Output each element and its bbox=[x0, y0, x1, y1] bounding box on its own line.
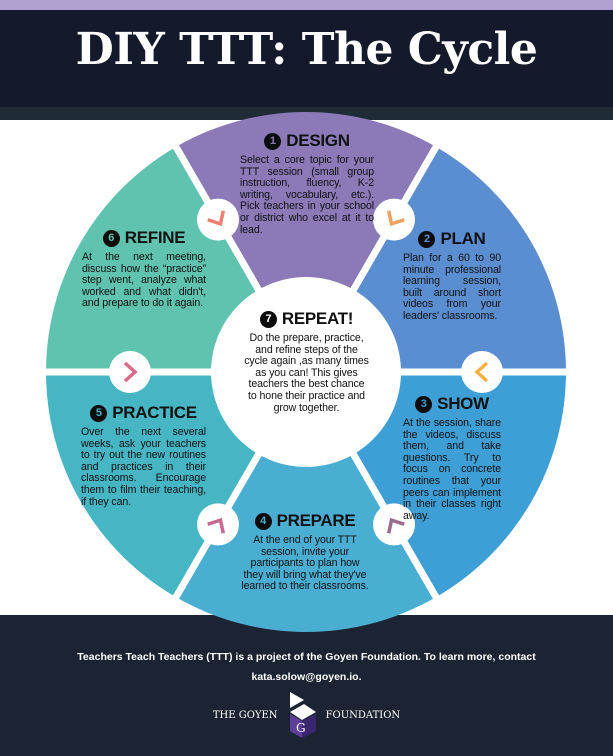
goyen-logo: THE GOYEN G FOUNDATION bbox=[0, 690, 613, 740]
step-title: REPEAT! bbox=[281, 309, 354, 328]
step-title: PLAN bbox=[440, 229, 486, 248]
chevron-connector-icon bbox=[197, 503, 239, 546]
chevron-connector-icon bbox=[109, 351, 151, 393]
step-title: DESIGN bbox=[286, 131, 350, 150]
step-number-badge: 2 bbox=[418, 230, 436, 248]
logo-letter: G bbox=[296, 721, 306, 735]
step-title: PRACTICE bbox=[112, 403, 197, 422]
step-number-badge: 4 bbox=[254, 512, 272, 530]
step-number-badge: 7 bbox=[259, 310, 277, 328]
step-number-badge: 5 bbox=[90, 404, 108, 422]
chevron-connector-icon bbox=[373, 503, 415, 546]
top-accent-strip bbox=[0, 0, 613, 10]
page-title: DIY TTT: The Cycle bbox=[75, 24, 538, 75]
logo-text-right: FOUNDATION bbox=[325, 709, 401, 721]
footer-email[interactable]: kata.solow@goyen.io. bbox=[251, 671, 362, 683]
step-number-badge: 1 bbox=[264, 132, 282, 150]
logo-cube-icon: G bbox=[289, 692, 316, 738]
header bbox=[0, 10, 613, 107]
chevron-connector-icon bbox=[197, 198, 239, 241]
footer-text: Teachers Teach Teachers (TTT) is a proje… bbox=[77, 651, 536, 663]
segment-design bbox=[176, 111, 436, 373]
step-title: PREPARE bbox=[276, 511, 356, 530]
center-circle bbox=[211, 277, 401, 467]
step-body: Over the next several weeks, ask your te… bbox=[81, 426, 206, 508]
step-body: At the end of your TTT session, invite y… bbox=[241, 534, 369, 593]
step-body: At the session, share the videos, discus… bbox=[403, 417, 501, 522]
step-title: SHOW bbox=[437, 394, 489, 413]
step-body: Do the prepare, practice, and refine ste… bbox=[244, 332, 369, 414]
chevron-connector-icon bbox=[461, 351, 503, 393]
chevron-connector-icon bbox=[373, 198, 415, 241]
step-number-badge: 6 bbox=[102, 229, 120, 247]
step-number-badge: 3 bbox=[415, 395, 433, 413]
step-title: REFINE bbox=[124, 228, 186, 247]
segment-prepare bbox=[176, 372, 436, 632]
logo-text-left: THE GOYEN bbox=[212, 709, 278, 721]
step-body: At the next meeting, discuss how the “pr… bbox=[82, 251, 206, 310]
step-body: Select a core topic for your TTT session… bbox=[240, 154, 374, 236]
step-body: Plan for a 60 to 90 minute professional … bbox=[403, 252, 501, 322]
